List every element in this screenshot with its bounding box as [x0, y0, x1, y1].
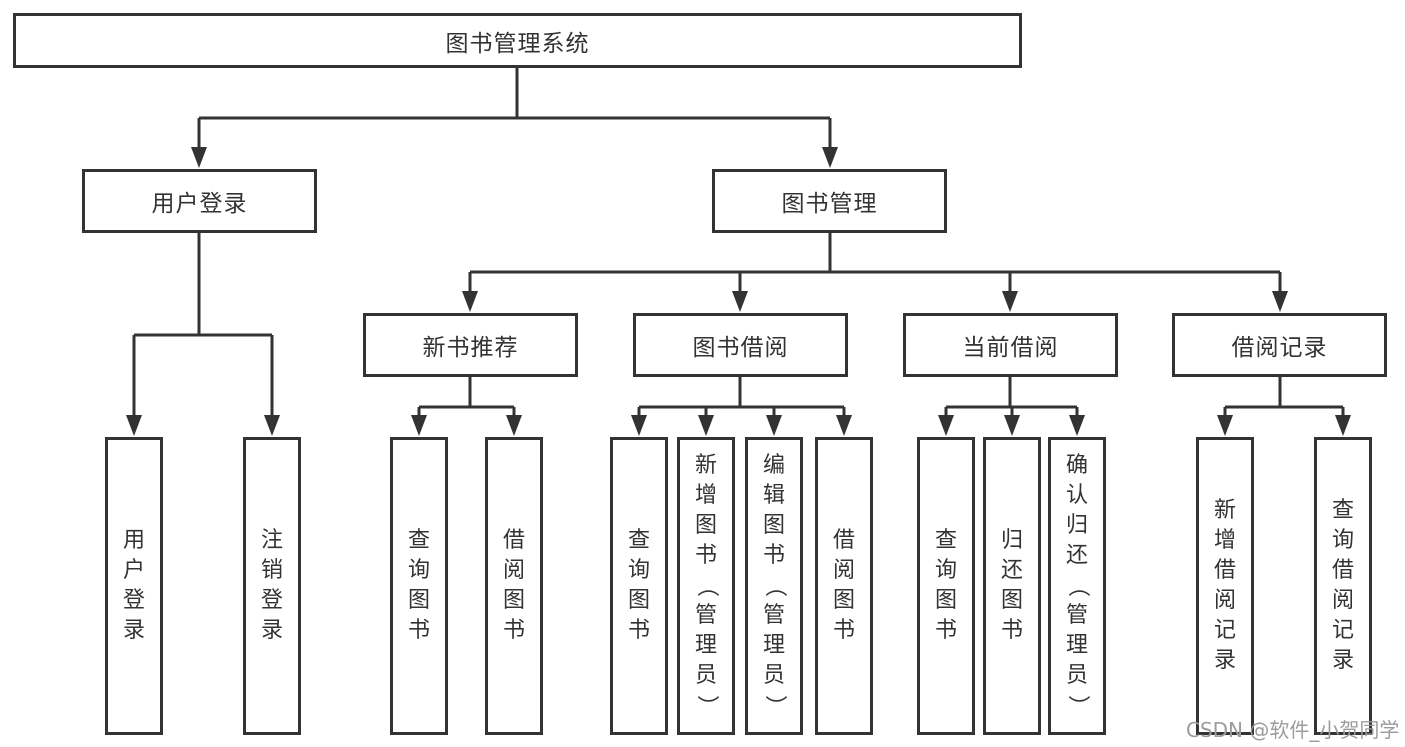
arrowheads — [126, 147, 1351, 436]
arrowhead — [411, 415, 427, 436]
leaf-add-book-admin: 新增图书（管理员） — [677, 437, 735, 735]
leaf-query-books-borrow: 查询图书 — [610, 437, 668, 735]
arrowhead — [1002, 291, 1018, 312]
arrowhead — [1217, 415, 1233, 436]
leaf-label: 查询图书 — [627, 528, 650, 643]
leaf-query-borrow-record: 查询借阅记录 — [1314, 437, 1372, 735]
connector-currentborrow-to-leaves — [944, 377, 1079, 418]
node-book-borrowing: 图书借阅 — [633, 313, 848, 377]
arrowhead — [766, 415, 782, 436]
node-user-login: 用户登录 — [82, 169, 317, 233]
node-label: 用户登录 — [151, 191, 248, 217]
node-library-management-system: 图书管理系统 — [13, 13, 1022, 68]
leaf-borrow-books-recommend: 借阅图书 — [485, 437, 543, 735]
connector-root-to-level2 — [197, 68, 832, 150]
leaf-label: 归还图书 — [1000, 528, 1023, 643]
node-book-management: 图书管理 — [712, 169, 947, 233]
node-label: 图书管理 — [781, 191, 878, 217]
leaf-logout: 注销登录 — [243, 437, 301, 735]
leaf-label: 查询图书 — [407, 528, 430, 643]
leaf-label: 查询图书 — [934, 528, 957, 643]
arrowhead — [506, 415, 522, 436]
arrowhead — [462, 291, 478, 312]
node-label: 新书推荐 — [422, 335, 519, 361]
arrowhead — [732, 291, 748, 312]
arrowhead — [1335, 415, 1351, 436]
leaf-user-login: 用户登录 — [105, 437, 163, 735]
arrowhead — [1069, 415, 1085, 436]
connector-bookmgmt-to-level3 — [468, 233, 1282, 294]
node-label: 当前借阅 — [962, 335, 1059, 361]
leaf-label: 用户登录 — [122, 528, 145, 643]
node-label: 图书管理系统 — [445, 30, 590, 57]
arrowhead — [938, 415, 954, 436]
leaf-return-book: 归还图书 — [983, 437, 1041, 735]
leaf-label: 确认归还（管理员） — [1064, 453, 1090, 718]
node-label: 图书借阅 — [692, 335, 789, 361]
node-current-borrowing: 当前借阅 — [903, 313, 1118, 377]
leaf-label: 借阅图书 — [502, 528, 525, 643]
connector-paths — [132, 68, 1345, 418]
arrowhead — [191, 147, 207, 168]
leaf-query-books-current: 查询图书 — [917, 437, 975, 735]
connector-borrowrecord-to-leaves — [1223, 377, 1345, 418]
arrowhead — [1272, 291, 1288, 312]
leaf-label: 查询借阅记录 — [1331, 498, 1354, 673]
arrowhead — [698, 415, 714, 436]
arrowhead — [126, 415, 142, 436]
connector-newbook-to-leaves — [417, 377, 516, 418]
connector-bookborrow-to-leaves — [637, 377, 846, 418]
node-borrowing-records: 借阅记录 — [1172, 313, 1387, 377]
leaf-label: 注销登录 — [260, 528, 283, 643]
arrowhead — [631, 415, 647, 436]
leaf-label: 编辑图书（管理员） — [761, 453, 787, 718]
leaf-edit-book-admin: 编辑图书（管理员） — [745, 437, 803, 735]
leaf-label: 新增图书（管理员） — [693, 453, 719, 718]
arrowhead — [822, 147, 838, 168]
leaf-label: 新增借阅记录 — [1213, 498, 1236, 673]
arrowhead — [264, 415, 280, 436]
csdn-watermark: CSDN @软件_小贺同学 — [1186, 718, 1400, 742]
leaf-borrow-books-borrow: 借阅图书 — [815, 437, 873, 735]
leaf-add-borrow-record: 新增借阅记录 — [1196, 437, 1254, 735]
connector-userlogin-to-leaves — [132, 233, 274, 418]
node-new-book-recommendation: 新书推荐 — [363, 313, 578, 377]
leaf-label: 借阅图书 — [832, 528, 855, 643]
arrowhead — [836, 415, 852, 436]
arrowhead — [1004, 415, 1020, 436]
node-label: 借阅记录 — [1231, 335, 1328, 361]
leaf-confirm-return-admin: 确认归还（管理员） — [1048, 437, 1106, 735]
leaf-query-books-recommend: 查询图书 — [390, 437, 448, 735]
